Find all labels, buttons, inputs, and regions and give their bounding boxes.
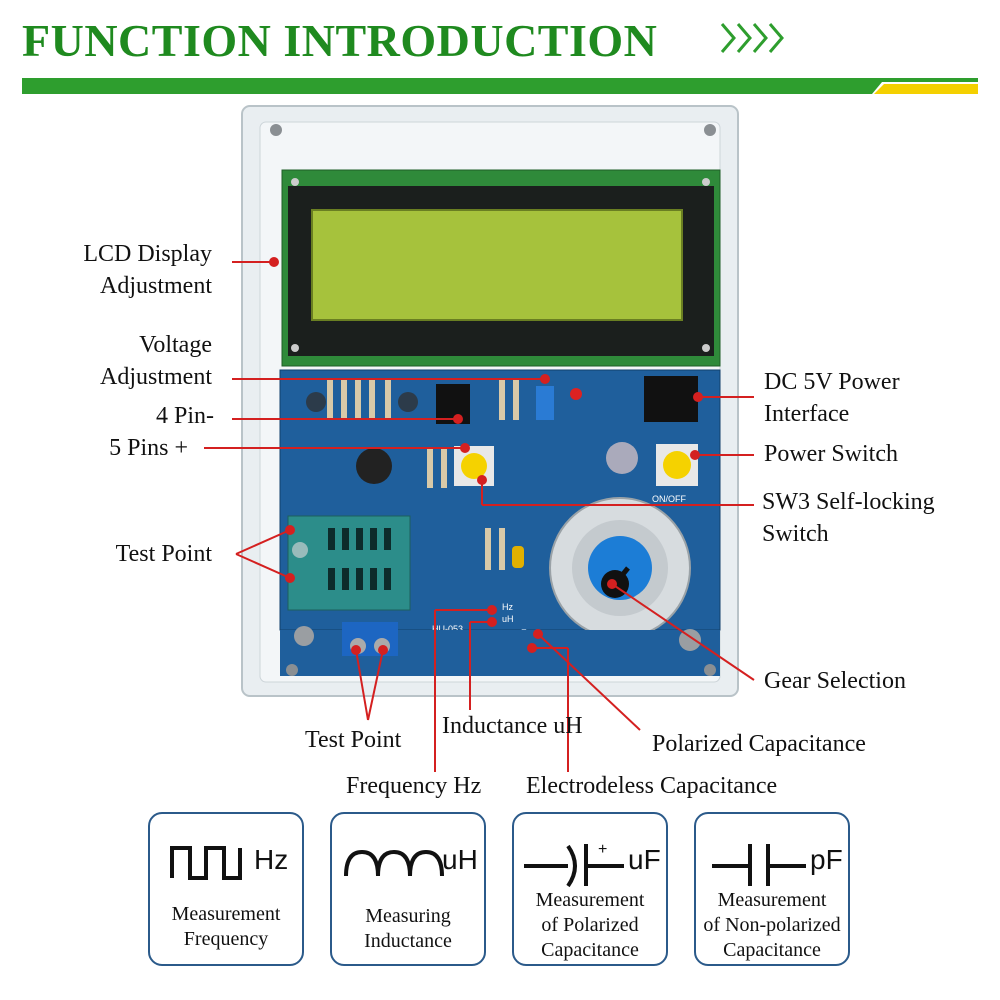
card-desc-line1: Measurement xyxy=(535,889,645,911)
card-unit: uF xyxy=(628,844,661,875)
card-frequency: Hz Measurement Frequency xyxy=(148,812,304,966)
polarized-capacitor-icon: + xyxy=(524,841,624,888)
gear-label-uh: uH xyxy=(502,614,514,624)
callout-lcd-adjust-line1: LCD Display xyxy=(83,241,212,267)
card-inductance: uH Measuring Inductance xyxy=(330,812,486,966)
callout-electrodeless: Electrodeless Capacitance xyxy=(526,773,778,799)
card-desc-line1: Measurement xyxy=(171,903,281,925)
switch-onoff-label: ON/OFF xyxy=(652,494,686,504)
square-wave-icon xyxy=(170,846,242,880)
svg-text:+: + xyxy=(598,841,607,858)
callout-polarized: Polarized Capacitance xyxy=(652,731,866,757)
inductor-icon xyxy=(344,849,444,877)
callout-pin-minus: 4 Pin- xyxy=(155,403,214,429)
callout-pin-plus: 5 Pins + xyxy=(109,435,188,461)
callout-dc-power-line2: Interface xyxy=(764,401,850,427)
callout-dc-power-line1: DC 5V Power xyxy=(764,369,900,395)
board-model-label: HU-053 xyxy=(432,624,463,634)
page-title: FUNCTION INTRODUCTION xyxy=(22,15,658,66)
callout-sw3-line2: Switch xyxy=(762,521,829,547)
lcr-tester-device: Hz uH uF pF HU-053 ON/OFF xyxy=(241,105,739,697)
card-desc-line3: Capacitance xyxy=(723,939,821,961)
callout-gear-selection: Gear Selection xyxy=(764,668,906,694)
callout-test-point-bottom: Test Point xyxy=(305,727,402,753)
card-polarized-capacitance: + uF Measurement of Polarized Capacitanc… xyxy=(512,812,668,966)
card-desc-line2: Frequency xyxy=(183,928,269,950)
header-underline xyxy=(22,78,978,94)
callout-sw3-line1: SW3 Self-locking xyxy=(762,489,935,515)
card-unit: uH xyxy=(442,844,478,875)
card-desc-line2: of Polarized xyxy=(541,914,639,936)
callout-test-point-left: Test Point xyxy=(115,541,212,567)
card-desc-line1: Measurement xyxy=(717,889,827,911)
callout-power-switch: Power Switch xyxy=(764,441,898,467)
callout-frequency: Frequency Hz xyxy=(346,773,482,799)
card-desc-line2: of Non-polarized xyxy=(703,914,841,936)
card-desc-line1: Measuring xyxy=(365,905,451,927)
chevron-arrows-icon xyxy=(720,23,784,53)
card-desc-line3: Capacitance xyxy=(541,939,639,961)
callout-inductance: Inductance uH xyxy=(442,713,583,739)
card-unit: Hz xyxy=(254,844,289,875)
gear-label-hz: Hz xyxy=(502,602,513,612)
capacitor-icon xyxy=(712,844,806,886)
callout-voltage-line1: Voltage xyxy=(139,332,212,358)
card-nonpolarized-capacitance: pF Measurement of Non-polarized Capacita… xyxy=(694,812,850,966)
callout-lcd-adjust-line2: Adjustment xyxy=(100,273,212,299)
card-desc-line2: Inductance xyxy=(364,930,452,952)
callout-voltage-line2: Adjustment xyxy=(100,364,212,390)
card-unit: pF xyxy=(810,844,843,875)
